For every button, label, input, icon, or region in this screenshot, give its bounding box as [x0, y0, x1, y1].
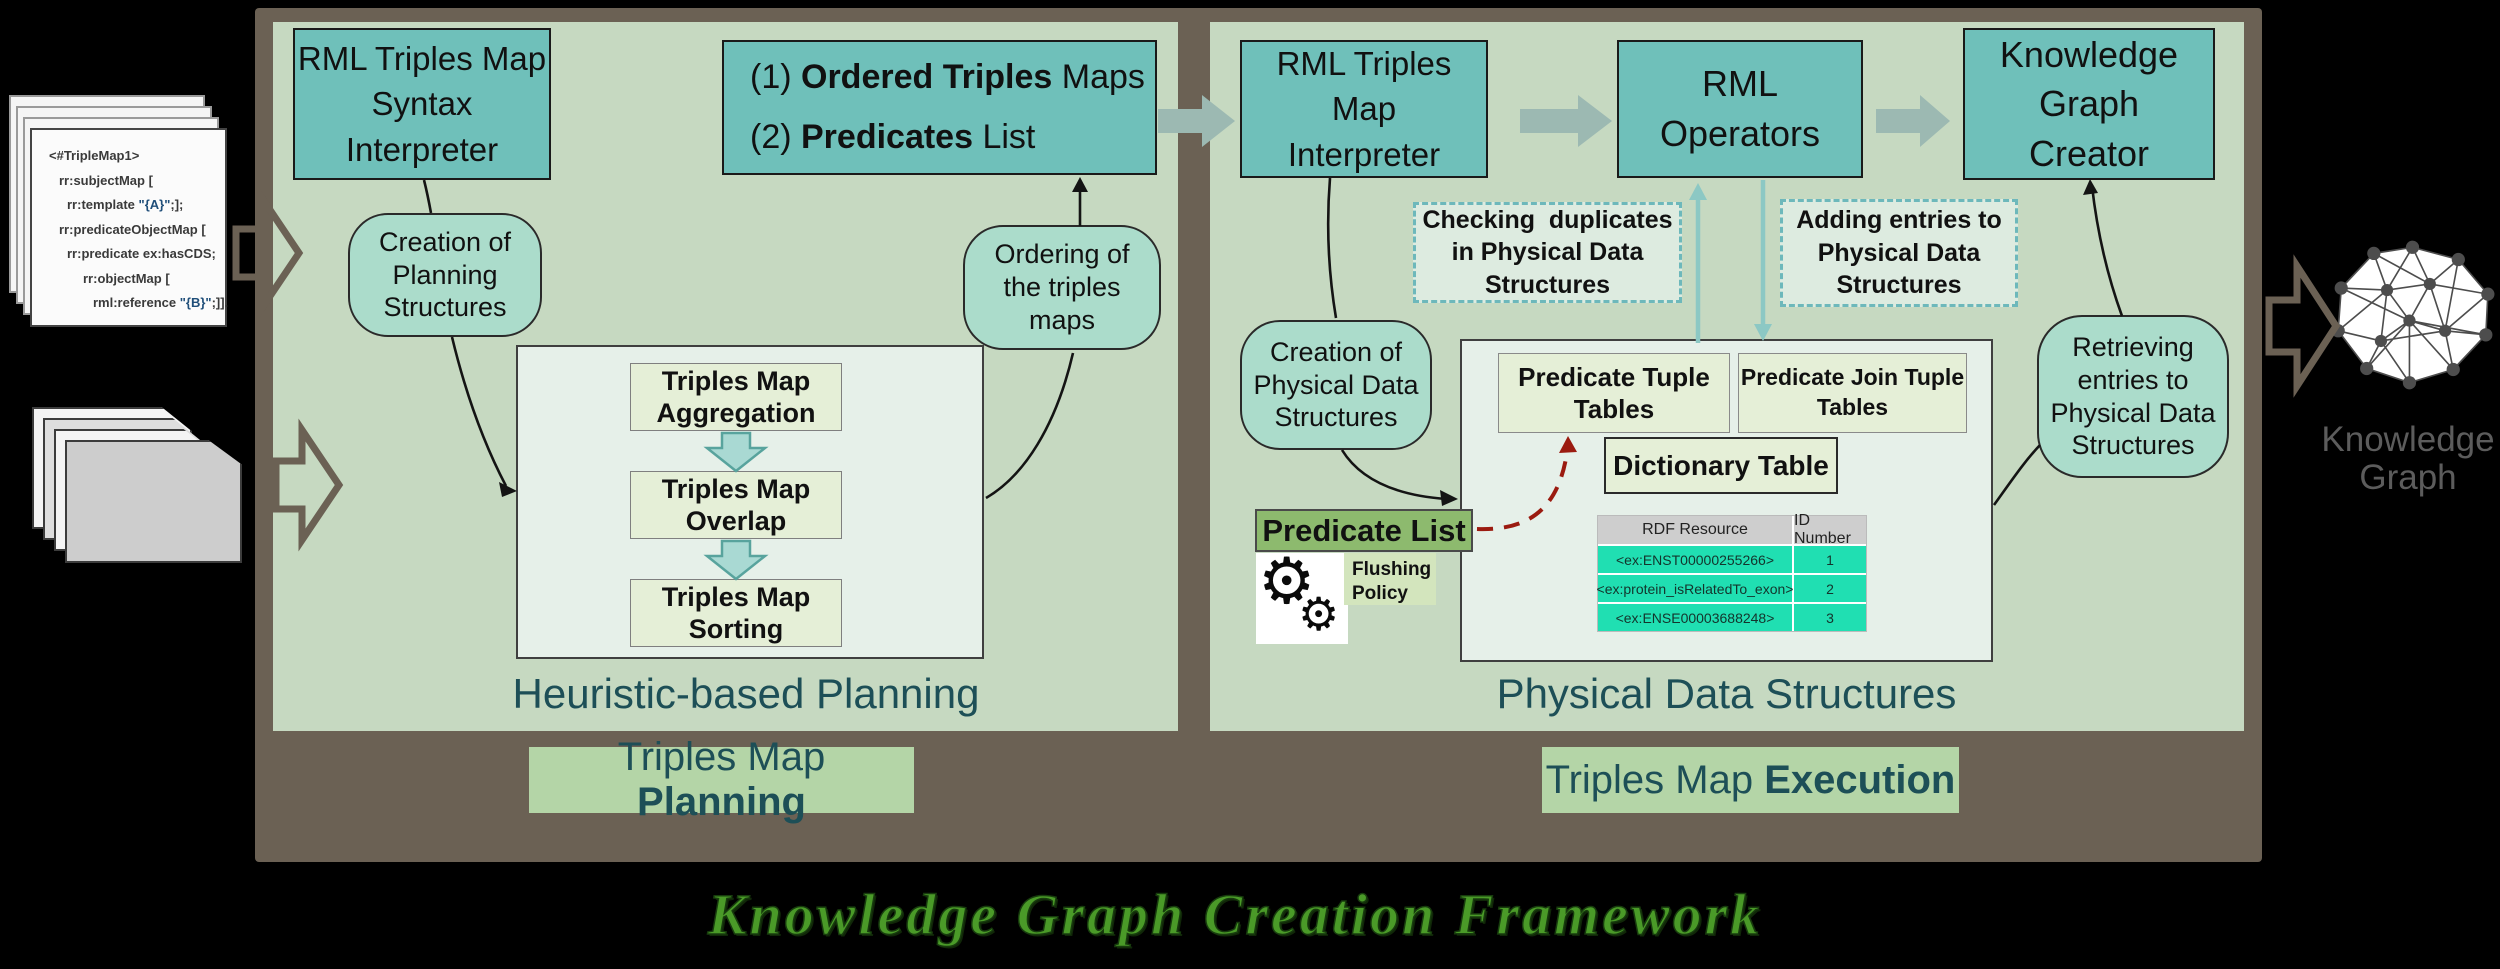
code-line: rr:subjectMap [ — [59, 172, 153, 188]
retrieving-entries-node: Retrieving entries to Physical Data Stru… — [2037, 315, 2229, 478]
checking-duplicates-note: Checking duplicates in Physical Data Str… — [1413, 202, 1682, 303]
code-line: <#TripleMap1> — [49, 148, 140, 163]
knowledge-graph-caption: Knowledge Graph — [2321, 420, 2495, 497]
creation-physical-data-structures-node: Creation of Physical Data Structures — [1240, 320, 1432, 450]
rml-mapping-code-page: <#TripleMap1> rr:subjectMap [ rr:templat… — [30, 128, 229, 327]
predicate-join-tuple-tables-box: Predicate Join Tuple Tables — [1738, 353, 1967, 433]
heuristic-based-planning-caption: Heuristic-based Planning — [512, 670, 980, 717]
framework-title: Knowledge Graph Creation Framework — [707, 881, 1763, 948]
table-header-rdf-resource: RDF Resource — [1598, 516, 1792, 544]
dictionary-table: RDF Resource ID Number <ex:ENST000002552… — [1597, 512, 1867, 632]
gear-icon: ⚙ — [1258, 545, 1316, 617]
rml-triples-map-interpreter-box: RML Triples Map Interpreter — [1240, 40, 1488, 178]
creation-planning-structures-node: Creation of Planning Structures — [348, 213, 542, 337]
flushing-gears-card: ⚙ ⚙ — [1256, 549, 1348, 644]
syntax-interpreter-box: RML Triples Map Syntax Interpreter — [293, 28, 551, 180]
table-cell: 2 — [1794, 575, 1866, 602]
triples-map-planning-label: Triples Map Planning — [529, 735, 914, 824]
stacked-card — [65, 440, 242, 563]
gear-icon: ⚙ — [1298, 588, 1340, 640]
planning-outputs-box: (1) Ordered Triples Maps (2) Predicates … — [722, 40, 1157, 175]
flushing-policy-label: Flushing Policy — [1344, 553, 1436, 605]
dictionary-table-box: Dictionary Table — [1604, 437, 1838, 494]
triples-map-execution-label: Triples Map Execution — [1542, 747, 1959, 813]
code-line: rml:reference "{B}";]]. — [93, 295, 229, 310]
table-cell: <ex:ENSE00003688248> — [1598, 604, 1792, 631]
code-line: rr:predicate ex:hasCDS; — [67, 246, 216, 261]
knowledge-graph-creator-box: Knowledge Graph Creator — [1963, 28, 2215, 180]
predicate-tuple-tables-box: Predicate Tuple Tables — [1498, 353, 1730, 433]
ordering-triples-maps-node: Ordering of the triples maps — [963, 225, 1161, 350]
predicate-list-box: Predicate List — [1255, 509, 1473, 552]
code-line: rr:predicateObjectMap [ — [59, 221, 206, 237]
adding-entries-note: Adding entries to Physical Data Structur… — [1780, 199, 2018, 307]
physical-data-structures-caption: Physical Data Structures — [1496, 670, 1957, 717]
triples-map-sorting-step: Triples Map Sorting — [630, 579, 842, 647]
ordered-triples-maps-item: (1) Ordered Triples Maps — [750, 58, 1145, 96]
table-cell: 1 — [1794, 546, 1866, 573]
table-cell: 3 — [1794, 604, 1866, 631]
knowledge-graph-icon — [2328, 240, 2496, 390]
table-header-id-number: ID Number — [1794, 512, 1866, 547]
table-cell: <ex:ENST00000255266> — [1598, 546, 1792, 573]
rml-operators-box: RML Operators — [1617, 40, 1863, 178]
output-arrow-icon — [2265, 254, 2341, 398]
triples-map-overlap-step: Triples Map Overlap — [630, 471, 842, 539]
code-line: rr:template "{A}";]; — [67, 197, 184, 212]
predicates-list-item: (2) Predicates List — [750, 118, 1036, 156]
triples-map-aggregation-step: Triples Map Aggregation — [630, 363, 842, 431]
table-cell: <ex:protein_isRelatedTo_exon> — [1597, 575, 1793, 602]
code-line: rr:objectMap [ — [83, 270, 170, 286]
